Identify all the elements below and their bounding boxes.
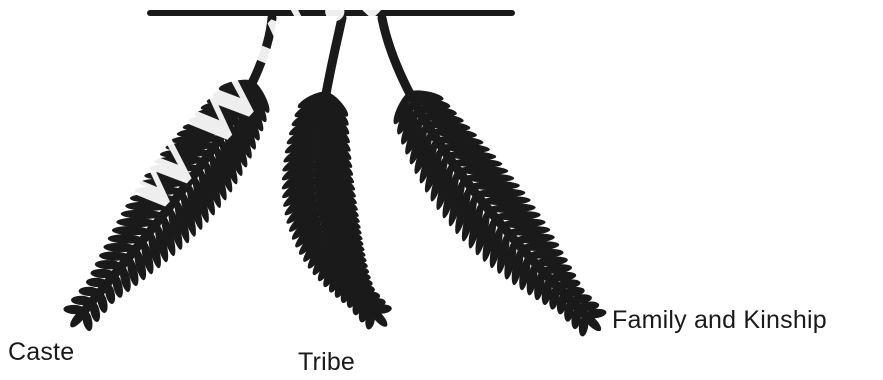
- label-family-and-kinship: Family and Kinship: [612, 306, 827, 335]
- frond-family: [382, 18, 607, 337]
- frond-leaflet: [116, 217, 157, 227]
- frond-leaflet: [130, 194, 176, 204]
- frond-leaflet: [108, 234, 144, 244]
- frond-leaflet: [103, 242, 136, 252]
- frond-leaflet: [99, 251, 130, 261]
- frond-tribe: [279, 18, 392, 330]
- frond-caste: [63, 18, 272, 332]
- frond-leaflet: [134, 186, 182, 195]
- frond-leaflet: [112, 226, 150, 236]
- label-tribe: Tribe: [298, 348, 355, 377]
- frond-leaflet: [121, 209, 164, 219]
- label-caste: Caste: [8, 338, 74, 367]
- frond-leaflet: [125, 201, 170, 211]
- fronds-group: [63, 18, 607, 337]
